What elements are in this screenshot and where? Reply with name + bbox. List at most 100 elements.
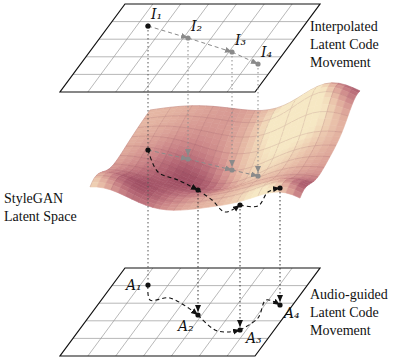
surface-grid [207, 114, 209, 118]
surface-grid [314, 131, 321, 133]
surface-grid [339, 83, 346, 85]
surface-grid [170, 143, 172, 147]
surface-grid [182, 198, 184, 200]
surface-grid [258, 149, 265, 151]
surface-grid [307, 132, 314, 133]
surface-grid [152, 126, 159, 127]
surface-grid [323, 119, 325, 126]
latent-point [255, 61, 260, 66]
surface-grid [153, 204, 155, 207]
surface-grid [154, 148, 161, 149]
surface-grid [121, 164, 128, 166]
surface-caption: StyleGAN Latent Space [4, 190, 86, 226]
surface-grid [92, 178, 94, 182]
latent-point [195, 187, 200, 192]
surface-grid [300, 133, 307, 135]
surface-grid [172, 139, 174, 143]
surface-grid [327, 104, 329, 111]
surface-grid [96, 175, 103, 176]
surface-grid [171, 185, 173, 187]
point-label: A₄ [284, 305, 300, 321]
surface-grid [173, 126, 180, 128]
surface-grid [223, 152, 230, 153]
surface-grid [331, 92, 333, 98]
plane-grid [99, 39, 294, 40]
surface-grid [257, 134, 264, 136]
surface-grid [134, 156, 141, 157]
surface-grid [217, 169, 224, 170]
surface-grid [162, 159, 164, 163]
surface-grid [249, 122, 256, 123]
surface-grid [153, 133, 155, 136]
label-slot: A₃ [246, 330, 262, 346]
surface-grid [197, 178, 204, 181]
surface-patch [125, 192, 134, 200]
point-label: A₂ [178, 318, 194, 334]
latent-point [185, 35, 190, 40]
surface-grid [201, 130, 208, 131]
surface-grid [155, 161, 162, 163]
surface-grid [281, 161, 288, 163]
surface-grid [201, 126, 203, 130]
surface-grid [161, 120, 163, 123]
surface-grid [213, 106, 220, 108]
audio-plane [60, 268, 320, 356]
surface-grid [247, 123, 249, 128]
surface-grid [139, 157, 141, 160]
surface-grid [153, 136, 160, 138]
surface-grid [157, 126, 159, 129]
surface-grid [157, 182, 164, 185]
surface-grid [285, 180, 292, 182]
surface-grid [167, 110, 169, 113]
surface-grid [151, 187, 158, 190]
surface-grid [158, 190, 165, 192]
plane-grid [88, 4, 153, 92]
surface-grid [126, 146, 133, 147]
surface-grid [199, 130, 201, 135]
surface-grid [190, 106, 192, 109]
surface-grid [136, 174, 143, 176]
plane-grid [116, 268, 181, 356]
surface-grid [243, 136, 250, 137]
surface-grid [209, 149, 216, 151]
surface-grid [159, 126, 166, 127]
surface-grid [132, 136, 139, 137]
surface-grid [179, 175, 181, 178]
surface-grid [221, 120, 228, 121]
interpolated-path [232, 170, 258, 176]
surface-grid [260, 140, 262, 146]
surface-grid [143, 150, 145, 153]
surface-grid [255, 110, 262, 111]
surface-grid [208, 167, 210, 172]
latent-point [255, 173, 260, 178]
surface-grid [166, 200, 173, 201]
surface-grid [195, 140, 197, 145]
surface-grid [160, 136, 167, 138]
surface-grid [124, 182, 131, 185]
surface-grid [131, 185, 138, 189]
surface-grid [185, 164, 187, 168]
surface-grid [176, 169, 183, 172]
surface-grid [149, 170, 156, 172]
surface-grid [173, 183, 175, 185]
surface-grid [133, 146, 140, 147]
surface-grid [178, 106, 185, 107]
surface-grid [283, 181, 285, 183]
surface-grid [186, 115, 193, 116]
surface-grid [168, 151, 175, 153]
surface-grid [256, 121, 263, 122]
surface-patch [173, 199, 182, 202]
surface-grid [187, 128, 194, 129]
surface-grid [249, 118, 251, 122]
label-slot: Interpolated Latent Code Movement [310, 18, 410, 73]
audio-path [240, 188, 280, 207]
latent-point [277, 302, 282, 307]
surface-grid [146, 136, 153, 137]
audio-path [198, 315, 240, 332]
surface-grid [134, 131, 136, 134]
label-slot: A₁ [126, 277, 142, 293]
surface-patch [329, 141, 338, 145]
latent-point [195, 312, 200, 317]
surface-grid [159, 196, 161, 198]
